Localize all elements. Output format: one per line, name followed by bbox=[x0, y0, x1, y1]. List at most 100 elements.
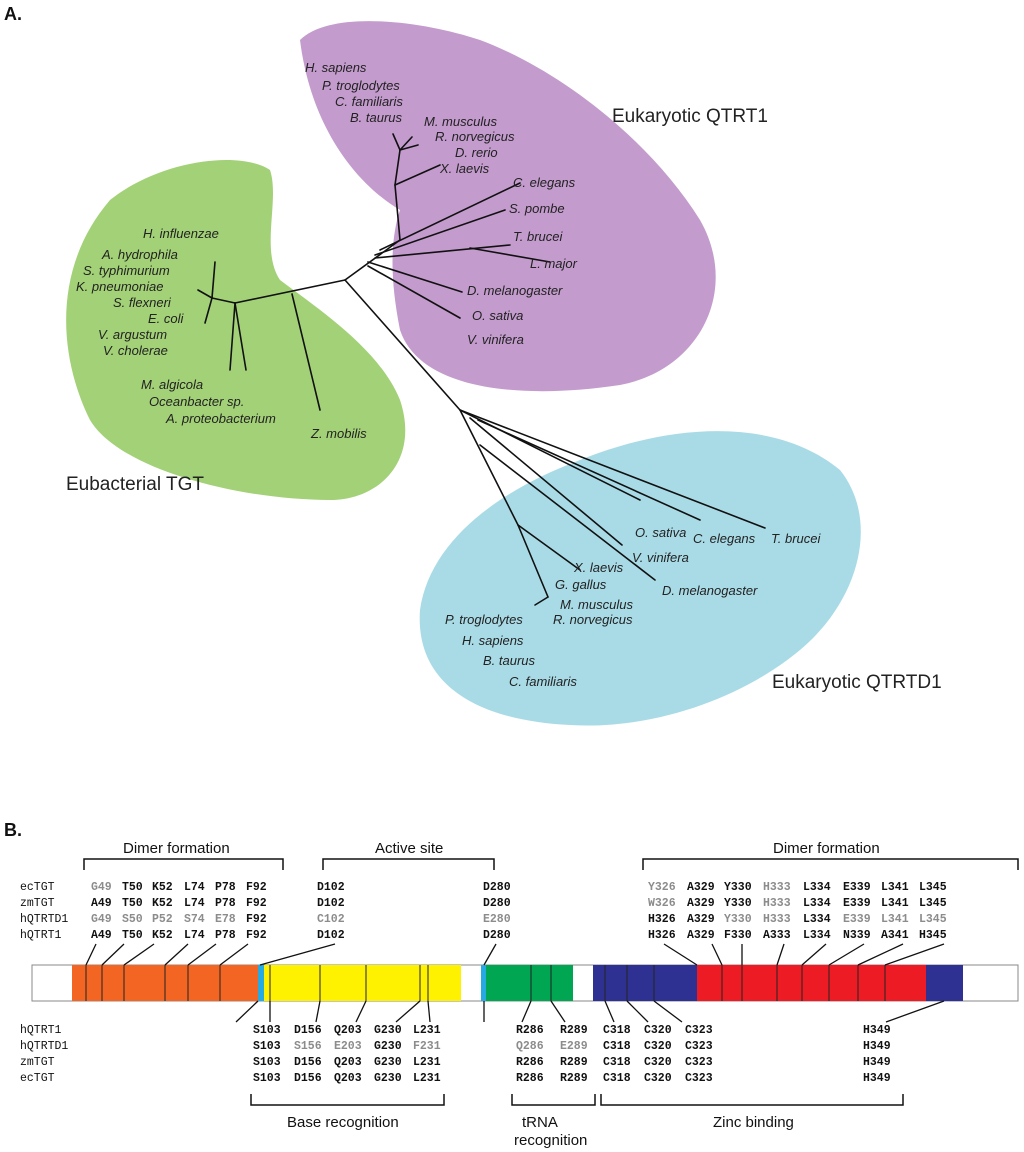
residue-label: R286 bbox=[516, 1072, 544, 1085]
residue-label: S156 bbox=[294, 1040, 322, 1053]
residue-label: A49 bbox=[91, 929, 112, 942]
residue-label: C320 bbox=[644, 1040, 672, 1053]
bracket-base-recognition: Base recognition bbox=[250, 1094, 445, 1131]
species-label: D. melanogaster bbox=[467, 283, 563, 298]
residue-label: F92 bbox=[246, 913, 267, 926]
species-label: D. melanogaster bbox=[662, 583, 758, 598]
residue-label: L231 bbox=[413, 1024, 441, 1037]
residue-label: C318 bbox=[603, 1056, 631, 1069]
bracket-label: Dimer formation bbox=[123, 840, 230, 857]
bracket-label: Zinc binding bbox=[713, 1114, 794, 1131]
sequence-name: ecTGT bbox=[20, 881, 55, 894]
bracket-dimer-formation-2: Dimer formation bbox=[642, 840, 1019, 870]
species-label: M. musculus bbox=[424, 114, 497, 129]
residue-label: G230 bbox=[374, 1056, 402, 1069]
residue-label: D102 bbox=[317, 897, 345, 910]
residue-label: L345 bbox=[919, 913, 947, 926]
connector-lines-bottom bbox=[235, 1000, 945, 1023]
residue-label: E339 bbox=[843, 913, 871, 926]
residue-label: D280 bbox=[483, 881, 511, 894]
panel-a-label: A. bbox=[4, 4, 22, 24]
sequence-name: hQTRT1 bbox=[20, 1024, 62, 1037]
species-label: A. hydrophila bbox=[101, 247, 178, 262]
residue-label: S103 bbox=[253, 1024, 281, 1037]
residue-label: C102 bbox=[317, 913, 345, 926]
species-label: B. taurus bbox=[483, 653, 536, 668]
species-label: S. flexneri bbox=[113, 295, 172, 310]
residue-label: F92 bbox=[246, 881, 267, 894]
bracket-label-trna: tRNA recognition bbox=[514, 1114, 587, 1149]
residue-label: S103 bbox=[253, 1072, 281, 1085]
bracket-trna-recognition: tRNA recognition bbox=[511, 1094, 596, 1149]
segment-cyan bbox=[481, 965, 486, 1001]
species-label: T. brucei bbox=[771, 531, 821, 546]
residue-label: E289 bbox=[560, 1040, 588, 1053]
residue-label: G230 bbox=[374, 1072, 402, 1085]
segment-red bbox=[697, 965, 926, 1001]
residue-label: Q286 bbox=[516, 1040, 544, 1053]
residue-label: A329 bbox=[687, 881, 715, 894]
residue-label: L334 bbox=[803, 913, 831, 926]
species-label: P. troglodytes bbox=[322, 78, 400, 93]
sequence-name: hQTRT1 bbox=[20, 929, 62, 942]
residue-label: H349 bbox=[863, 1056, 891, 1069]
species-label: V. argustum bbox=[98, 327, 167, 342]
residue-label: L334 bbox=[803, 881, 831, 894]
clade-qtrt1-label: Eukaryotic QTRT1 bbox=[612, 106, 768, 127]
residue-label: P78 bbox=[215, 897, 236, 910]
residue-label: C318 bbox=[603, 1024, 631, 1037]
segment-yellow bbox=[264, 965, 461, 1001]
residue-label: C323 bbox=[685, 1024, 713, 1037]
residue-label: L231 bbox=[413, 1056, 441, 1069]
residue-label: K52 bbox=[152, 897, 173, 910]
residue-label: T50 bbox=[122, 929, 143, 942]
residue-label: L334 bbox=[803, 897, 831, 910]
residue-label: D280 bbox=[483, 897, 511, 910]
species-label: L. major bbox=[530, 256, 578, 271]
residue-label: Q203 bbox=[334, 1024, 362, 1037]
residue-label: T50 bbox=[122, 881, 143, 894]
phylogenetic-tree: Eukaryotic QTRT1 Eubacterial TGT Eukaryo… bbox=[66, 21, 942, 726]
residue-label: G49 bbox=[91, 913, 112, 926]
species-label: C. familiaris bbox=[509, 674, 577, 689]
residue-label: H349 bbox=[863, 1024, 891, 1037]
residue-label: H333 bbox=[763, 913, 791, 926]
species-label: H. influenzae bbox=[143, 226, 219, 241]
residue-label: R286 bbox=[516, 1024, 544, 1037]
residue-label: D156 bbox=[294, 1024, 322, 1037]
bracket-label: Active site bbox=[375, 840, 443, 857]
residue-label: L74 bbox=[184, 929, 205, 942]
residue-label: L231 bbox=[413, 1072, 441, 1085]
clade-tgt-label: Eubacterial TGT bbox=[66, 474, 204, 495]
species-label: S. typhimurium bbox=[83, 263, 170, 278]
residue-label: K52 bbox=[152, 929, 173, 942]
species-label: B. taurus bbox=[350, 110, 403, 125]
residue-label: E203 bbox=[334, 1040, 362, 1053]
residue-label: S103 bbox=[253, 1056, 281, 1069]
segment-green bbox=[486, 965, 573, 1001]
residue-label: A333 bbox=[763, 929, 791, 942]
clade-tgt-region bbox=[66, 160, 406, 500]
residue-label: H349 bbox=[863, 1072, 891, 1085]
sequence-name: ecTGT bbox=[20, 1072, 55, 1085]
connector-lines-top bbox=[85, 943, 945, 966]
residue-label: D156 bbox=[294, 1056, 322, 1069]
species-label: R. norvegicus bbox=[553, 612, 633, 627]
segment-navy bbox=[593, 965, 697, 1001]
residue-label: C318 bbox=[603, 1040, 631, 1053]
bar-outline bbox=[31, 964, 1019, 1002]
residue-label: C323 bbox=[685, 1040, 713, 1053]
residue-label: N339 bbox=[843, 929, 871, 942]
species-label: P. troglodytes bbox=[445, 612, 523, 627]
species-label: H. sapiens bbox=[305, 60, 367, 75]
residue-label: F92 bbox=[246, 929, 267, 942]
residue-label: A341 bbox=[881, 929, 909, 942]
species-label: A. proteobacterium bbox=[165, 411, 276, 426]
residue-label: F330 bbox=[724, 929, 752, 942]
bracket-active-site: Active site bbox=[322, 840, 495, 870]
species-label: V. cholerae bbox=[103, 343, 168, 358]
residue-label: Y326 bbox=[648, 881, 676, 894]
residue-label: F231 bbox=[413, 1040, 441, 1053]
